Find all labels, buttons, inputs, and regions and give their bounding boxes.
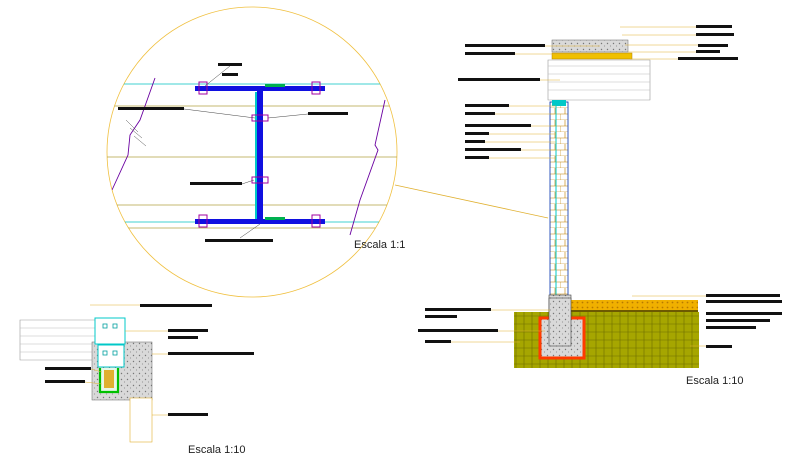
annotation-block	[465, 148, 521, 151]
base-panel-lines	[20, 327, 95, 353]
annotation-block	[425, 308, 491, 311]
detail-connector-line	[394, 184, 549, 219]
base-annotations	[45, 304, 254, 416]
section-annotations-left	[418, 44, 545, 343]
annotation-block	[706, 326, 756, 329]
bolt-icon	[251, 176, 269, 184]
bolt-icon	[311, 214, 321, 228]
base-leader-lines	[84, 304, 168, 416]
flange-plate-bottom	[265, 217, 285, 220]
hatch-ticks	[125, 119, 147, 147]
annotation-block	[706, 312, 782, 315]
base-concrete-lower	[129, 397, 153, 443]
wall-section-detail: Escala 1:10	[418, 25, 782, 387]
annotation-block	[190, 182, 242, 185]
bolt-group	[198, 81, 321, 228]
annotation-block	[465, 132, 489, 135]
leader-line	[239, 223, 261, 239]
annotation-block	[696, 50, 720, 53]
leader-line	[84, 381, 103, 385]
beam-web-glass	[255, 92, 257, 220]
annotation-block	[222, 73, 238, 76]
base-bolts	[102, 323, 118, 356]
beam-top-flange	[195, 86, 325, 91]
base-plate-upper	[94, 317, 126, 345]
bolt-icon	[102, 350, 108, 356]
bolt-icon	[112, 350, 118, 356]
bolt-icon	[198, 214, 208, 228]
bolt-icon	[102, 323, 108, 329]
section-annotations-right	[678, 25, 782, 348]
gravel-layer	[570, 300, 698, 310]
annotation-block	[458, 78, 540, 81]
detail-circle-outline	[106, 6, 398, 298]
break-line-left	[111, 77, 156, 191]
annotation-block	[308, 112, 348, 115]
base-connection-detail: Escala 1:10	[19, 304, 254, 456]
base-plate-lower	[97, 344, 125, 368]
annotation-block	[696, 33, 734, 36]
bolt-icon	[198, 81, 208, 95]
leader-line	[183, 108, 256, 119]
annotation-block	[45, 367, 91, 370]
beam-web	[257, 90, 263, 222]
wall-top-cap	[552, 100, 566, 106]
annotation-block	[706, 319, 770, 322]
annotation-block	[465, 44, 545, 47]
bolt-icon	[112, 323, 118, 329]
circular-beam-detail: Escala 1:1	[106, 6, 405, 298]
annotation-block	[168, 336, 198, 339]
annotation-block	[168, 352, 254, 355]
bolt-icon	[311, 81, 321, 95]
annotation-block	[218, 63, 242, 66]
annotation-block	[118, 107, 184, 110]
annotation-block	[465, 104, 509, 107]
annotation-block	[168, 329, 208, 332]
break-line-right	[349, 99, 386, 236]
annotation-block	[465, 112, 495, 115]
annotation-block	[706, 345, 732, 348]
leader-lines	[183, 65, 309, 239]
annotation-blocks	[118, 63, 348, 242]
annotation-block	[465, 156, 489, 159]
annotation-block	[465, 124, 531, 127]
channel-fill	[104, 370, 114, 388]
leader-line	[204, 65, 231, 87]
roof-panel-lines	[548, 65, 650, 91]
base-pedestal-front	[548, 297, 572, 347]
section-leader-lines	[451, 26, 706, 347]
leader-line	[90, 368, 103, 373]
scale-label-detail-circle: Escala 1:1	[354, 239, 405, 251]
beam-bottom-flange	[195, 219, 325, 224]
annotation-block	[168, 413, 208, 416]
leader-line	[241, 179, 255, 185]
wall-column	[549, 101, 569, 303]
scale-label-section: Escala 1:10	[686, 375, 743, 387]
annotation-block	[696, 25, 732, 28]
leader-line	[267, 113, 309, 119]
annotation-block	[45, 380, 85, 383]
scale-label-base-detail: Escala 1:10	[188, 444, 245, 456]
annotation-block	[140, 304, 212, 307]
annotation-block	[418, 329, 498, 332]
annotation-block	[698, 44, 728, 47]
annotation-block	[465, 52, 515, 55]
roof-gutter-strip	[551, 52, 633, 60]
annotation-block	[425, 315, 457, 318]
base-panel	[19, 319, 96, 361]
annotation-block	[425, 340, 451, 343]
annotation-block	[706, 294, 780, 297]
annotation-block	[465, 140, 485, 143]
annotation-block	[678, 57, 738, 60]
annotation-block	[205, 239, 273, 242]
annotation-block	[706, 300, 782, 303]
flange-plate-top	[265, 84, 285, 87]
